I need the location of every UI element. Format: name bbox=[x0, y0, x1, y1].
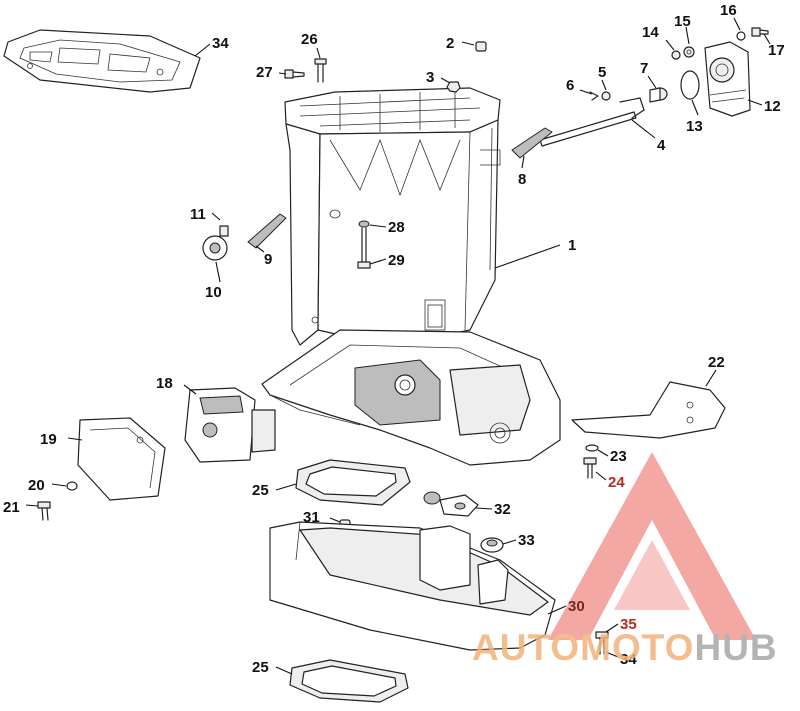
callout-15: 15 bbox=[674, 13, 691, 30]
part-2-plug bbox=[475, 41, 487, 52]
callout-11: 11 bbox=[190, 206, 206, 223]
watermark-logo: AUTOMOTOHUB bbox=[472, 452, 778, 668]
part-21-bolt bbox=[37, 501, 51, 521]
callout-30: 34 bbox=[212, 35, 229, 52]
part-19-cover bbox=[77, 417, 166, 501]
part-7-bushing bbox=[649, 87, 668, 103]
part-9-lever bbox=[247, 213, 287, 249]
callout-20: 20 bbox=[28, 477, 45, 494]
callout-32: 31 bbox=[303, 509, 320, 526]
callout-19: 19 bbox=[40, 431, 57, 448]
part-1-housing bbox=[261, 87, 561, 466]
parts-14-17-small bbox=[671, 27, 769, 60]
part-3-nut bbox=[446, 81, 461, 93]
callout-13: 13 bbox=[686, 118, 703, 135]
callout-26: 26 bbox=[301, 31, 318, 48]
part-35-36-screw bbox=[595, 631, 609, 655]
callout-29: 29 bbox=[388, 252, 405, 269]
part-13-oring bbox=[680, 70, 700, 100]
callout-28: 28 bbox=[388, 219, 405, 236]
part-12-gear-housing bbox=[704, 41, 751, 117]
callout-25-upper: 25 bbox=[252, 482, 269, 499]
part-34-grommet bbox=[480, 537, 504, 553]
watermark-text-automoto: AUTOMOTO bbox=[472, 627, 694, 668]
part-5-6-clips bbox=[589, 91, 611, 101]
part-30-gasket bbox=[3, 29, 201, 93]
part-26-bolt bbox=[314, 58, 327, 83]
part-18-bracket bbox=[184, 387, 276, 463]
callout-9: 9 bbox=[264, 251, 272, 268]
callout-22: 22 bbox=[708, 354, 725, 371]
callout-4: 4 bbox=[657, 137, 666, 154]
callout-36: 35 bbox=[620, 616, 637, 633]
callout-34: 33 bbox=[518, 532, 535, 549]
part-27-bolt bbox=[284, 69, 305, 79]
callout-33: 32 bbox=[494, 501, 511, 518]
callout-6: 6 bbox=[566, 77, 574, 94]
callout-27: 27 bbox=[256, 64, 273, 81]
callout-14: 14 bbox=[642, 24, 659, 41]
part-33-mount bbox=[423, 491, 479, 517]
part-20-washer bbox=[66, 481, 78, 491]
callout-16: 16 bbox=[720, 2, 737, 19]
callout-31: 30 bbox=[568, 598, 585, 615]
callout-25-lower: 25 bbox=[252, 659, 269, 676]
callout-24: 24 bbox=[608, 474, 625, 491]
callout-1: 1 bbox=[568, 237, 576, 254]
part-10-clamp bbox=[202, 225, 229, 261]
part-28-29-screw bbox=[329, 209, 371, 269]
part-23-washer bbox=[585, 444, 599, 452]
part-25-seal-upper bbox=[295, 459, 411, 506]
part-4-shaft bbox=[539, 97, 645, 147]
callout-labels: 34 2 3 26 27 1 4 5 6 7 8 9 10 11 12 13 1… bbox=[3, 2, 785, 676]
part-22-plate bbox=[571, 381, 726, 439]
watermark-text-hub: HUB bbox=[694, 627, 777, 668]
callout-7: 7 bbox=[640, 60, 648, 77]
callout-5: 5 bbox=[598, 64, 606, 81]
callout-18: 18 bbox=[156, 375, 173, 392]
part-8-lever bbox=[511, 127, 553, 159]
svg-text:AUTOMOTOHUB: AUTOMOTOHUB bbox=[472, 627, 778, 668]
callout-21: 21 bbox=[3, 499, 20, 516]
part-24-bolt bbox=[583, 457, 597, 479]
callout-3: 3 bbox=[426, 69, 434, 86]
callout-10: 10 bbox=[205, 284, 222, 301]
part-25-seal-lower bbox=[289, 659, 409, 703]
callout-17: 17 bbox=[768, 42, 785, 59]
leader-lines bbox=[25, 17, 771, 675]
callout-2: 2 bbox=[446, 35, 454, 52]
callout-12: 12 bbox=[764, 98, 781, 115]
callout-8: 8 bbox=[518, 171, 526, 188]
callout-35: 34 bbox=[620, 651, 637, 668]
part-31-lower-housing bbox=[269, 521, 556, 651]
watermark-triangle-icon bbox=[548, 452, 756, 640]
callout-23: 23 bbox=[610, 448, 627, 465]
